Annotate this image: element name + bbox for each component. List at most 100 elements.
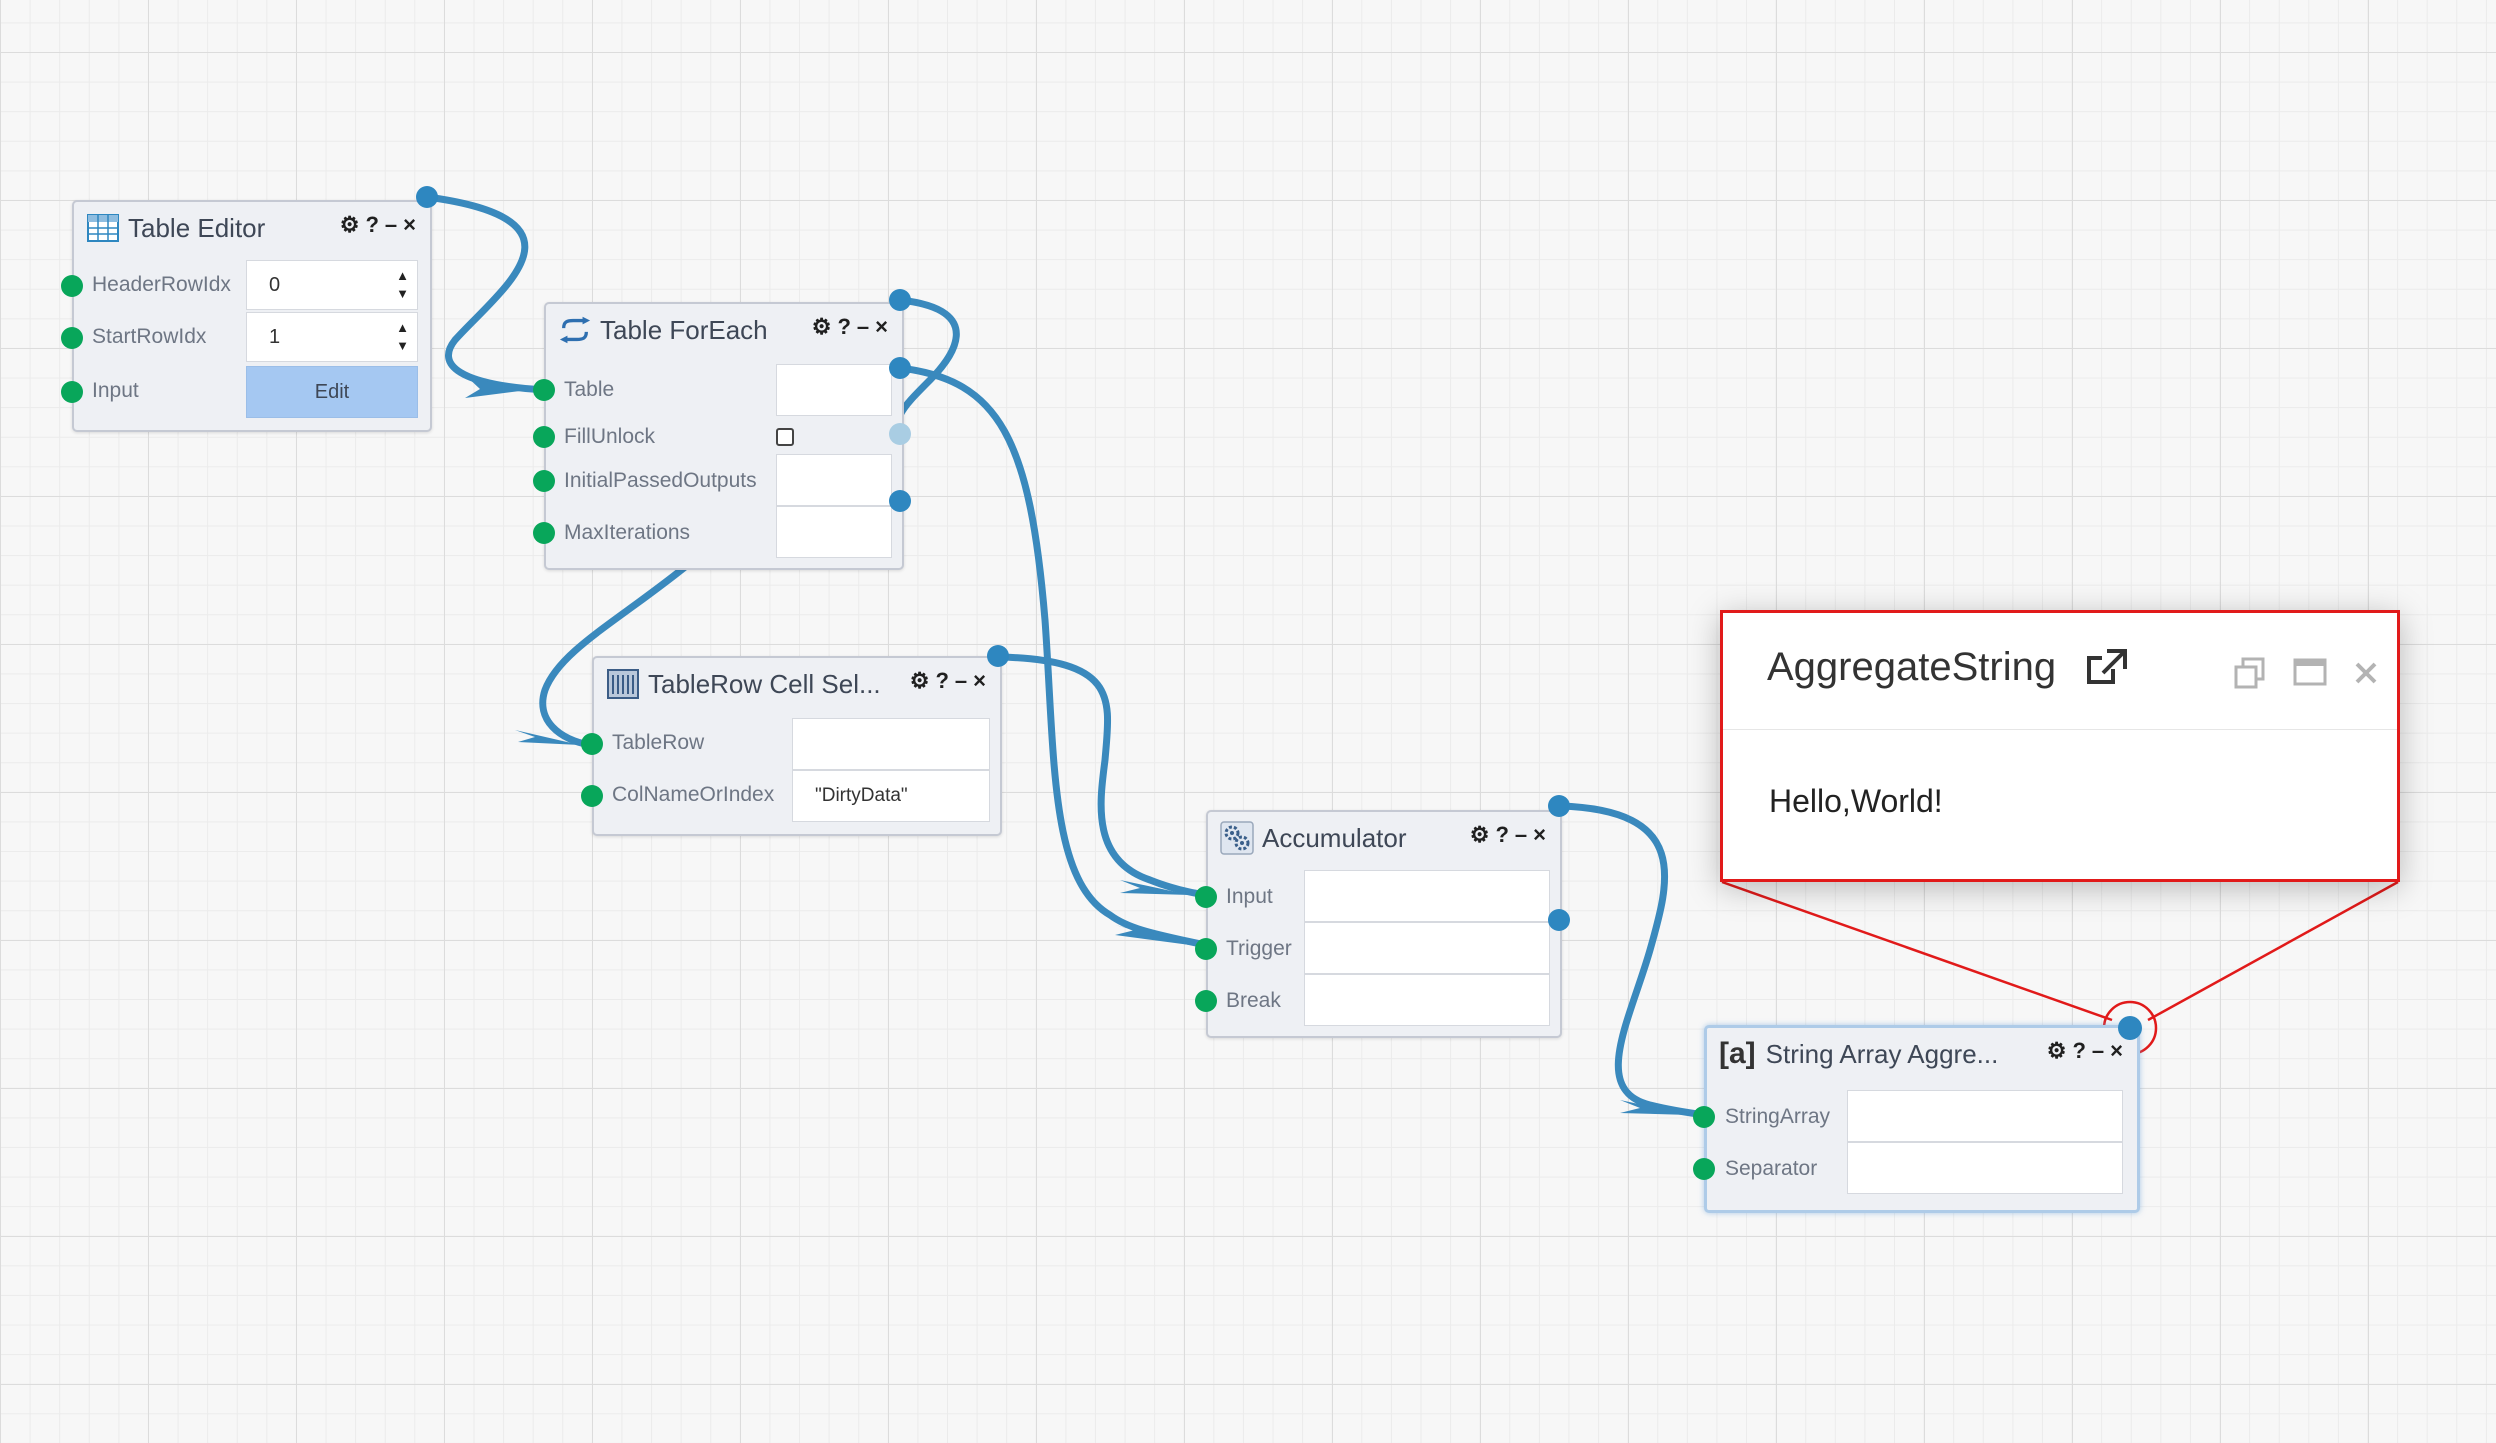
param-label: InitialPassedOutputs: [564, 469, 757, 492]
output-port[interactable]: [889, 289, 911, 311]
output-port[interactable]: [889, 490, 911, 512]
headerrowidx-spinner[interactable]: 0 ▲▼: [246, 260, 418, 310]
input-port[interactable]: [533, 470, 555, 492]
output-port[interactable]: [889, 423, 911, 445]
minimize-icon[interactable]: –: [954, 668, 968, 693]
popup-output-value: Hello,World!: [1769, 783, 1943, 819]
input-port[interactable]: [581, 785, 603, 807]
node-controls: ⚙ ? – ×: [2047, 1040, 2123, 1062]
input-port[interactable]: [1693, 1106, 1715, 1128]
node-header[interactable]: Table Editor ⚙ ? – ×: [74, 202, 430, 254]
param-label: FillUnlock: [564, 425, 656, 448]
table-foreach-node[interactable]: Table ForEach ⚙ ? – × Table FillUnlock I…: [533, 302, 904, 570]
output-port[interactable]: [416, 186, 438, 208]
output-port[interactable]: [987, 645, 1009, 667]
table-field[interactable]: [776, 364, 892, 416]
input-field[interactable]: [1304, 870, 1550, 922]
tablerow-field[interactable]: [792, 718, 990, 770]
popup-header: AggregateString: [1723, 613, 2397, 730]
node-title: Accumulator: [1262, 822, 1407, 853]
close-icon[interactable]: ×: [973, 668, 986, 693]
trigger-field[interactable]: [1304, 922, 1550, 974]
node-controls: ⚙ ? – ×: [1470, 824, 1546, 846]
wire-arrow: [1120, 880, 1190, 895]
string-array-aggregator-node[interactable]: [a] String Array Aggre... ⚙ ? – × String…: [1693, 1025, 2140, 1213]
gear-icon[interactable]: ⚙: [339, 212, 360, 237]
help-icon[interactable]: ?: [1495, 822, 1509, 847]
gear-icon[interactable]: ⚙: [811, 314, 832, 339]
stringarray-field[interactable]: [1847, 1090, 2123, 1142]
spinner-arrows-icon[interactable]: ▲▼: [396, 320, 409, 353]
param-label: Input: [1226, 885, 1273, 908]
close-icon[interactable]: ×: [2110, 1038, 2123, 1063]
input-port[interactable]: [1693, 1158, 1715, 1180]
input-port[interactable]: [1195, 990, 1217, 1012]
input-port[interactable]: [61, 275, 83, 297]
node-header[interactable]: Table ForEach ⚙ ? – ×: [546, 304, 902, 356]
wire-accumulator-to-stringarray[interactable]: [1556, 802, 1709, 1119]
param-row-startrowidx: StartRowIdx 1 ▲▼: [61, 312, 430, 362]
param-row-stringarray: StringArray: [1693, 1090, 2137, 1142]
close-icon[interactable]: ×: [875, 314, 888, 339]
edit-button[interactable]: Edit: [246, 366, 418, 418]
input-port[interactable]: [533, 379, 555, 401]
gear-icon[interactable]: ⚙: [2046, 1038, 2067, 1063]
help-icon[interactable]: ?: [2072, 1038, 2086, 1063]
help-icon[interactable]: ?: [837, 314, 851, 339]
table-editor-node[interactable]: Table Editor ⚙ ? – × HeaderRowIdx 0 ▲▼ S…: [61, 200, 432, 432]
input-port[interactable]: [581, 733, 603, 755]
break-field[interactable]: [1304, 974, 1550, 1026]
close-icon[interactable]: ×: [1533, 822, 1546, 847]
input-port[interactable]: [533, 426, 555, 448]
gear-icon[interactable]: ⚙: [909, 668, 930, 693]
gear-icon[interactable]: ⚙: [1469, 822, 1490, 847]
external-link-icon[interactable]: [2085, 647, 2129, 692]
minimize-icon[interactable]: –: [384, 212, 398, 237]
minimize-icon[interactable]: –: [1514, 822, 1528, 847]
wire-foreach-loop[interactable]: [896, 296, 960, 419]
close-icon[interactable]: ×: [403, 212, 416, 237]
minimize-icon[interactable]: –: [856, 314, 870, 339]
spinner-arrows-icon[interactable]: ▲▼: [396, 268, 409, 301]
tablerow-cell-selector-node[interactable]: TableRow Cell Sel... ⚙ ? – × TableRow Co…: [581, 656, 1002, 836]
minimize-icon[interactable]: –: [2091, 1038, 2105, 1063]
input-port[interactable]: [1195, 938, 1217, 960]
param-row-fillunlock: FillUnlock: [533, 414, 902, 464]
wire-table-editor-to-foreach[interactable]: [423, 193, 549, 394]
input-port[interactable]: [533, 522, 555, 544]
copy-icon[interactable]: [2233, 657, 2267, 694]
wire-tablerow-to-accumulator-input[interactable]: [996, 653, 1209, 899]
node-controls: ⚙ ? – ×: [340, 214, 416, 236]
colnameorindex-field[interactable]: "DirtyData": [792, 770, 990, 822]
node-header[interactable]: TableRow Cell Sel... ⚙ ? – ×: [594, 658, 1000, 710]
param-label: Trigger: [1226, 937, 1292, 960]
input-port[interactable]: [61, 327, 83, 349]
table-grid-icon: [86, 211, 120, 245]
node-title: String Array Aggre...: [1765, 1038, 1999, 1069]
input-port[interactable]: [1195, 886, 1217, 908]
wire-arrow: [1115, 925, 1190, 945]
separator-field[interactable]: [1847, 1142, 2123, 1194]
maximize-icon[interactable]: [2293, 657, 2327, 694]
maxiterations-field[interactable]: [776, 506, 892, 558]
output-preview-popup[interactable]: AggregateString Hello,World!: [1720, 610, 2400, 882]
param-label: Table: [564, 378, 615, 401]
node-title: TableRow Cell Sel...: [648, 668, 881, 699]
output-port[interactable]: [889, 357, 911, 379]
help-icon[interactable]: ?: [365, 212, 379, 237]
output-port[interactable]: [1548, 909, 1570, 931]
node-header[interactable]: Accumulator ⚙ ? – ×: [1208, 812, 1560, 864]
initialpassedoutputs-field[interactable]: [776, 454, 892, 506]
output-port[interactable]: [1548, 795, 1570, 817]
input-port[interactable]: [61, 381, 83, 403]
node-header[interactable]: [a] String Array Aggre... ⚙ ? – ×: [1707, 1028, 2137, 1080]
param-row-headerrowidx: HeaderRowIdx 0 ▲▼: [61, 260, 430, 310]
help-icon[interactable]: ?: [935, 668, 949, 693]
callout-line-left: [1721, 880, 2113, 1022]
fillunlock-checkbox[interactable]: [776, 428, 794, 446]
wire-arrow: [1620, 1100, 1690, 1115]
output-port[interactable]: [2118, 1016, 2142, 1040]
close-icon[interactable]: [2353, 657, 2379, 694]
accumulator-node[interactable]: Accumulator ⚙ ? – × Input Trigger Break: [1195, 810, 1562, 1038]
startrowidx-spinner[interactable]: 1 ▲▼: [246, 312, 418, 362]
